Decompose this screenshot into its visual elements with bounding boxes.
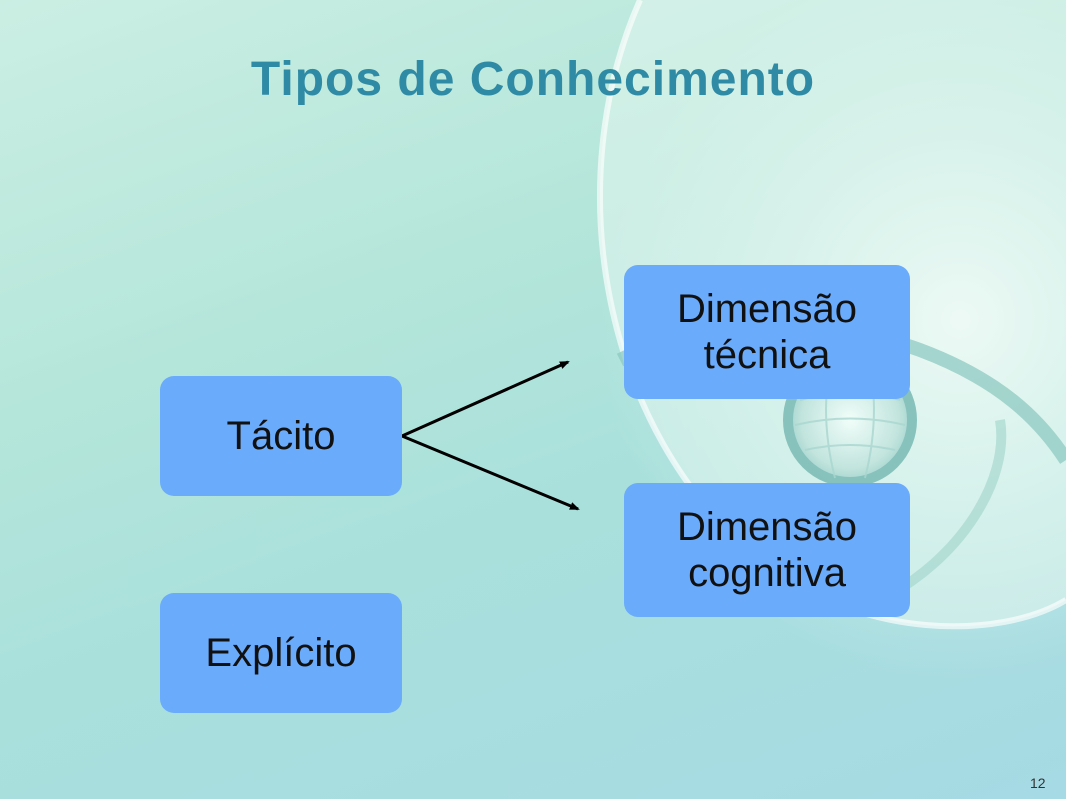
node-dimensao-tecnica: Dimensão técnica [624,265,910,399]
slide-title: Tipos de Conhecimento [250,53,816,106]
node-tacito: Tácito [160,376,402,496]
node-explicito: Explícito [160,593,402,713]
page-number: 12 [1030,775,1046,791]
node-explicito-label: Explícito [205,631,357,675]
node-dimensao-tecnica-label: Dimensão técnica [676,287,858,377]
node-dimensao-cognitiva-label: Dimensão cognitiva [676,505,858,595]
node-dimensao-cognitiva: Dimensão cognitiva [624,483,910,617]
node-tacito-label: Tácito [226,414,336,458]
